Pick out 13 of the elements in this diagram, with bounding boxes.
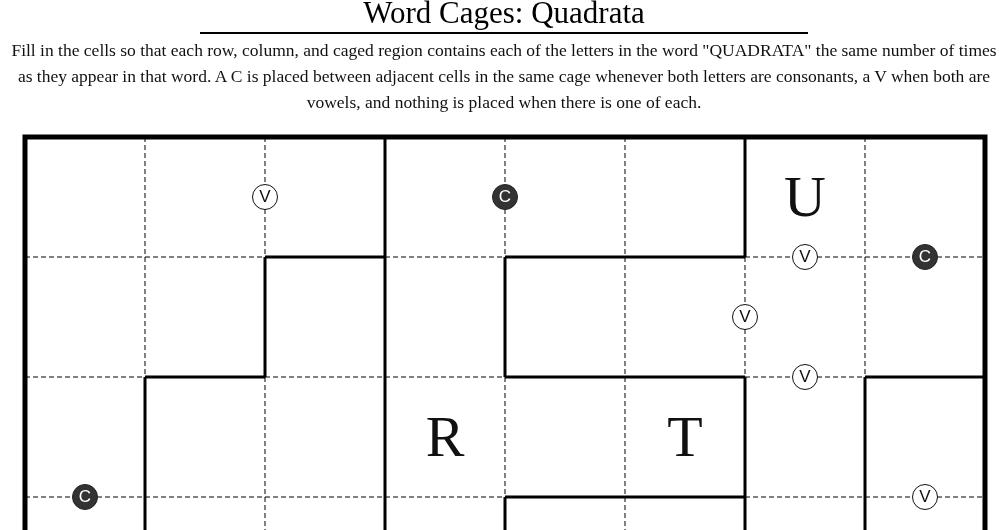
vowel-marker: V bbox=[792, 244, 818, 270]
given-letter: T bbox=[666, 407, 704, 467]
instructions: Fill in the cells so that each row, column, and caged region contains each of the letters in the word "QUADRATA" the same number of times as they appear in that word. A C is placed between adjacent cells in the same cage whenever both letters are consonants, a V when both are vowels, and nothing is placed when there is one of each. bbox=[10, 39, 998, 114]
vowel-marker: V bbox=[792, 364, 818, 390]
vowel-marker: V bbox=[732, 304, 758, 330]
vowel-marker: V bbox=[912, 484, 938, 510]
consonant-marker: C bbox=[912, 244, 938, 270]
consonant-marker: C bbox=[72, 484, 98, 510]
puzzle-title: Word Cages: Quadrata bbox=[362, 0, 646, 30]
consonant-marker: C bbox=[492, 184, 518, 210]
given-letter: R bbox=[424, 407, 466, 467]
given-letter: U bbox=[783, 167, 827, 227]
vowel-marker: V bbox=[252, 184, 278, 210]
